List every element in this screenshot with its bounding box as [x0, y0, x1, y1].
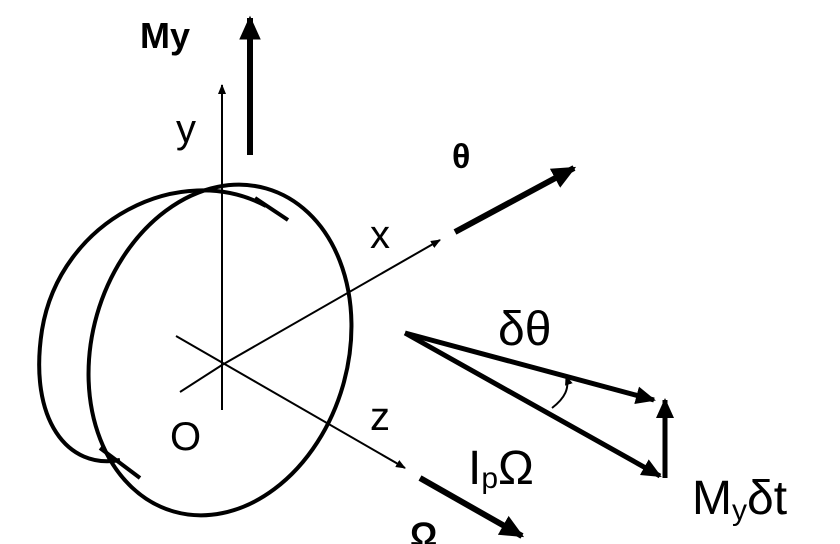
theta-vector-arrow [453, 165, 577, 235]
disk-back-rim [37, 188, 267, 464]
theta-vector-label: θ [452, 138, 470, 176]
delta-theta-upper-arrow [404, 330, 656, 405]
my-dt-label: Myδt [692, 472, 787, 527]
y-axis-label: y [176, 107, 196, 151]
disk-edge-top [253, 196, 290, 222]
z-axis-label: z [370, 395, 390, 439]
delta-theta-angle-arc [551, 375, 573, 409]
x-axis-line [221, 239, 441, 366]
x-axis-label: x [370, 213, 390, 257]
ip-omega-label: IpΩ [468, 442, 534, 495]
z-axis-line [175, 335, 406, 469]
ip-omega-subscript-p: p [481, 462, 498, 495]
omega-vector-arrow [418, 475, 525, 539]
ip-omega-I: I [468, 442, 481, 495]
axis-cross-line [179, 364, 223, 393]
my-dt-delta-t: δt [747, 472, 787, 525]
my-dt-M: M [692, 472, 732, 525]
delta-theta-label: δθ [498, 303, 551, 356]
disk-front-face [86, 182, 354, 518]
ip-omega-Omega: Ω [498, 442, 534, 495]
ip-omega-lower-arrow [403, 330, 662, 479]
origin-label: O [170, 415, 201, 459]
omega-vector-label: Ω [410, 516, 437, 544]
my-dt-subscript-y: y [732, 494, 747, 527]
my-vector-label: My [140, 15, 190, 56]
